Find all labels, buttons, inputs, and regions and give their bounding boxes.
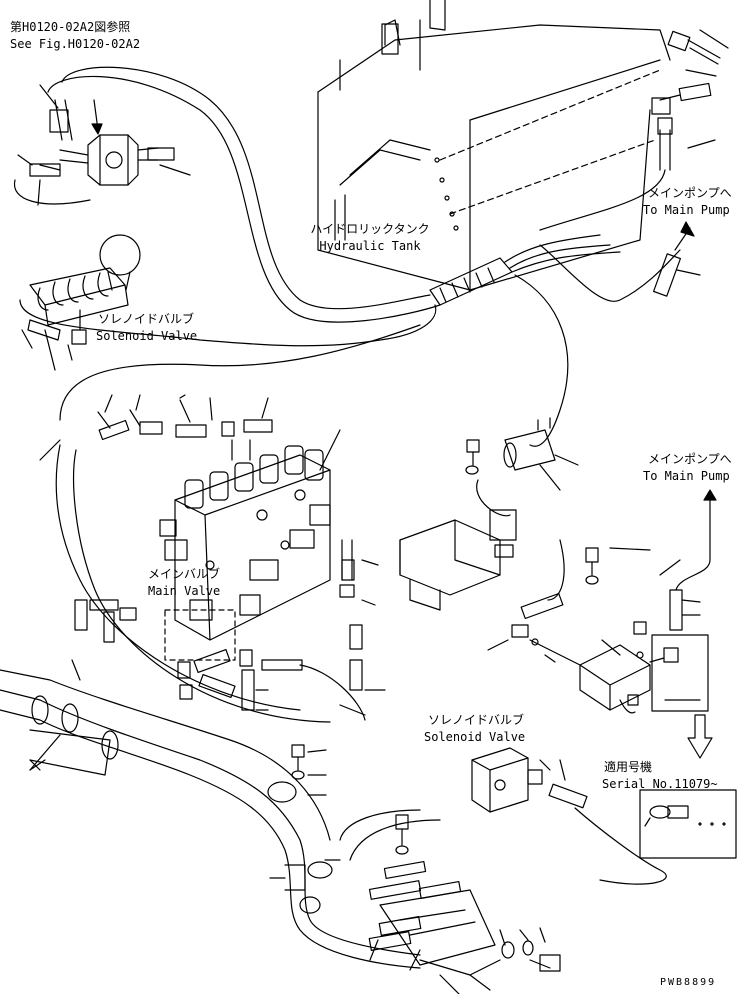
pilot-hose-loop [13,66,441,723]
pump-mid-label-en: To Main Pump [643,469,730,483]
main-valve-fittings [74,397,386,721]
pump-mid-label-jp: メインポンプへ [648,452,732,466]
solenoid-bottom-label-jp: ソレノイドバルブ [428,713,525,727]
main-valve [159,445,331,661]
pipe-clamps [339,809,561,994]
main-valve-label-jp: メインバルブ [148,567,221,581]
pump-arrow-top [652,221,701,297]
pump-top-label-jp: メインポンプへ [648,186,732,200]
solenoid-valve-left [21,234,141,371]
pump-top-label-en: To Main Pump [643,203,730,217]
ref-solenoid-valve [17,84,191,206]
tank-return-fittings [539,29,729,231]
solenoid-valve-bottom [471,747,667,885]
solenoid-top-label-jp: ソレノイドバルブ [98,312,195,326]
hydraulic-tank [317,0,671,291]
serial-box [639,714,737,859]
solenoid-top-label-en: Solenoid Valve [96,329,198,343]
connector-block [487,539,709,714]
drawing-number: PWB8899 [660,977,717,988]
hose-bundle [429,234,681,447]
solenoid-bottom-label-en: Solenoid Valve [424,730,526,744]
pump-arrow-mid [669,489,717,631]
tank-label-en: Hydraulic Tank [319,239,421,253]
ref-label-jp: 第H0120-02A2図参照 [10,20,131,34]
main-valve-label-en: Main Valve [148,584,221,598]
serial-label-en: Serial No.11079~ [602,777,718,791]
tank-label-jp: ハイドロリックタンク [310,222,430,236]
return-pipes [0,669,421,969]
leader-lines [29,394,366,771]
ref-label-en: See Fig.H0120-02A2 [10,37,141,51]
bracket-assembly [399,417,579,611]
serial-label-jp: 適用号機 [604,760,653,774]
